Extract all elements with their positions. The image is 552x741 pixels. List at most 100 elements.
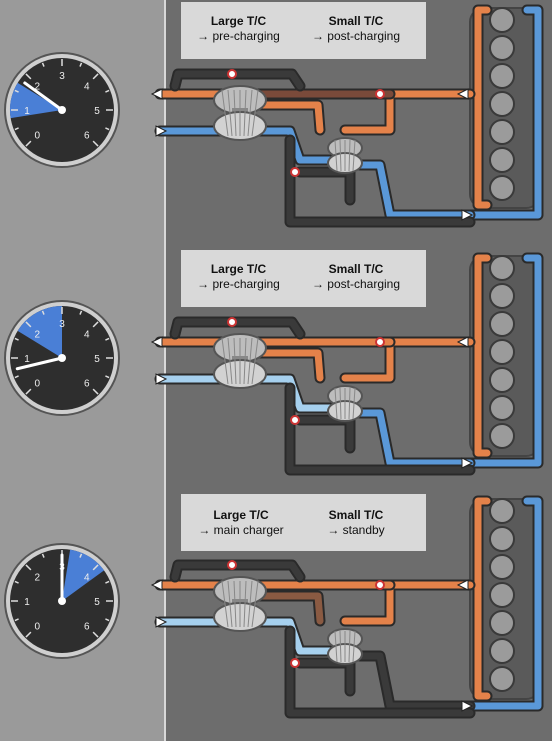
small-tc-vane	[348, 139, 351, 172]
intercooler-loop-casing	[294, 414, 356, 454]
gauge-tick	[105, 337, 110, 341]
large-tc-vane	[233, 580, 237, 628]
small-tc-vane	[348, 387, 351, 420]
gauge-tick	[25, 388, 32, 395]
exhaust-to-small-tc	[341, 338, 474, 382]
exhaust-out-arrow	[150, 579, 163, 591]
gauge-tick	[105, 127, 110, 131]
panel-2-legend: Large T/C→ pre-charging Small T/C→ post-…	[181, 250, 426, 307]
gauge-hub	[58, 597, 66, 605]
panel-1-small-title: Small T/C	[328, 14, 384, 28]
intake-manifold	[466, 497, 542, 710]
large-tc-vane	[221, 89, 229, 137]
exhaust-to-small-tc	[341, 581, 474, 625]
intake-pipe	[156, 618, 334, 655]
small-tc-vane	[339, 630, 342, 663]
large-tc-bypass-loop	[171, 318, 304, 338]
gauge-tick-label: 6	[84, 131, 90, 142]
cylinder-1	[489, 255, 515, 281]
gauge-needle	[23, 81, 64, 112]
small-tc-vane	[348, 630, 351, 663]
gauge-tick	[14, 580, 19, 584]
manifold-intake-arrow	[461, 700, 474, 712]
small-tc-vane	[352, 387, 356, 420]
gauge-tick	[92, 73, 99, 80]
gauge-tick-label: 2	[34, 329, 40, 340]
gauge-tick	[14, 89, 19, 93]
panel-3-legend: Large T/C→ main charger Small T/C→ stand…	[181, 494, 426, 551]
large-tc-vane	[227, 337, 233, 385]
gauge-tick-label: 5	[94, 106, 100, 117]
small-tc-vane	[339, 387, 342, 420]
gauge-tick	[14, 337, 19, 341]
wastegate-valve	[227, 317, 237, 327]
small-tc-vane	[352, 139, 356, 172]
exhaust-out-arrow	[150, 336, 163, 348]
small-tc-outlet-casing	[354, 407, 476, 469]
gauge-tick	[14, 127, 19, 131]
panel-2-small-title: Small T/C	[328, 262, 384, 276]
small-tc-exhaust-link	[251, 592, 324, 625]
cylinder-5	[489, 610, 515, 636]
gauge-hub	[58, 106, 66, 114]
gauge-tick	[14, 618, 19, 622]
panel-3-small-title: Small T/C	[328, 508, 384, 522]
small-tc-outlet	[356, 652, 474, 710]
manifold-exhaust-arrow	[456, 336, 469, 348]
cylinder-7	[489, 423, 515, 449]
intercooler-loop-casing	[294, 657, 356, 697]
intake-manifold	[466, 6, 542, 219]
exhaust-out-arrow	[150, 88, 163, 100]
gauge-tick	[41, 310, 45, 315]
intake-manifold	[466, 254, 542, 467]
large-tc-vane	[243, 89, 247, 137]
cylinder-5	[489, 367, 515, 393]
intercooler-loop-casing	[294, 166, 356, 206]
exhaust-manifold	[474, 6, 491, 209]
panel-2-small-role: → post-charging	[311, 277, 401, 291]
panel-3-large-role: → main charger	[198, 523, 284, 537]
cylinder-6	[489, 147, 515, 173]
gauge-tick	[25, 321, 32, 328]
large-tc-vane	[233, 89, 237, 137]
cylinder-2	[489, 283, 515, 309]
large-tc-vane	[251, 337, 259, 385]
large-tc-vane	[251, 89, 259, 137]
large-tc-vane	[227, 580, 233, 628]
large-tc-vane	[221, 580, 229, 628]
gauge-tick-label: 3	[59, 71, 65, 82]
gauge-tick-label: 1	[24, 597, 30, 608]
gauge-band	[10, 82, 63, 119]
gauge-tick	[25, 140, 32, 147]
gauge-tick	[25, 631, 32, 638]
large-tc-vane	[243, 580, 247, 628]
cylinder-6	[489, 638, 515, 664]
large-tc-vane	[247, 580, 253, 628]
gauge-tick	[92, 140, 99, 147]
intake-in-arrow	[155, 125, 168, 137]
cylinder-3	[489, 554, 515, 580]
large-tc-vane	[221, 337, 229, 385]
gauge-tick	[14, 375, 19, 379]
intake-in-arrow	[155, 373, 168, 385]
gauge-tick	[105, 89, 110, 93]
intake-bypass-valve	[290, 415, 300, 425]
small-tc-vane	[352, 630, 356, 663]
panel-2-large-title: Large T/C	[210, 262, 267, 276]
cylinder-3	[489, 311, 515, 337]
large-tc-vane	[243, 337, 247, 385]
wastegate-valve	[227, 69, 237, 79]
gauge-tick	[79, 310, 83, 315]
gauge-tick	[92, 388, 99, 395]
panel-1-large-title: Large T/C	[210, 14, 267, 28]
exhaust-valve	[375, 580, 385, 590]
gauge-tick	[105, 618, 110, 622]
gauge-tick-label: 5	[94, 354, 100, 365]
gauge-tick	[41, 62, 45, 67]
gauge-tick-label: 3	[59, 319, 65, 330]
